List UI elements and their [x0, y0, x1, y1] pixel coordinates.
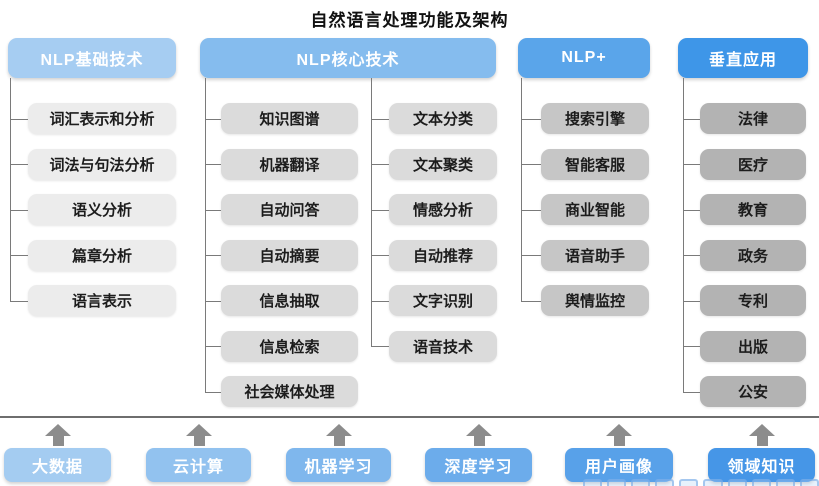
- node-box: 搜索引擎: [521, 103, 649, 134]
- node-box: 文本聚类: [371, 148, 497, 180]
- foundation-box: 领域知识: [708, 448, 815, 482]
- up-arrow-icon: [45, 424, 71, 446]
- node-box: 智能客服: [521, 148, 649, 180]
- node-box: 自动摘要: [205, 239, 358, 271]
- node-box: 语音助手: [521, 239, 649, 271]
- up-arrow-icon: [186, 424, 212, 446]
- column-header-vertical-apps: 垂直应用: [678, 38, 808, 78]
- connector-trunk: [683, 78, 684, 392]
- node-box: 文本分类: [371, 103, 497, 134]
- diagram-title: 自然语言处理功能及架构: [310, 11, 509, 30]
- node-box: 词汇表示和分析: [10, 103, 176, 134]
- up-arrow-icon: [749, 424, 775, 446]
- up-arrow-icon: [326, 424, 352, 446]
- node-box: 社会媒体处理: [205, 376, 358, 407]
- column-vertical-apps-list: 法律 医疗 教育 政务 专利 出版 公安: [683, 103, 806, 407]
- foundation-box: 机器学习: [286, 448, 391, 482]
- foundation-box: 云计算: [146, 448, 251, 482]
- node-box: 舆情监控: [521, 285, 649, 316]
- node-box: 语义分析: [10, 194, 176, 225]
- node-box: 情感分析: [371, 194, 497, 225]
- node-box: 政务: [683, 239, 806, 271]
- column-header-nlp-basic: NLP基础技术: [8, 38, 176, 78]
- node-box: 公安: [683, 376, 806, 407]
- node-box: 信息检索: [205, 330, 358, 362]
- column-header-nlp-plus: NLP+: [518, 38, 650, 78]
- column-nlp-plus-list: 搜索引擎 智能客服 商业智能 语音助手 舆情监控: [521, 103, 649, 316]
- node-box: 自动推荐: [371, 239, 497, 271]
- foundation-box: 用户画像: [565, 448, 673, 482]
- node-box: 篇章分析: [10, 239, 176, 271]
- node-box: 词法与句法分析: [10, 148, 176, 180]
- column-nlp-core-left-list: 知识图谱 机器翻译 自动问答 自动摘要 信息抽取 信息检索 社会媒体处理: [205, 103, 358, 407]
- connector-trunk: [10, 78, 11, 302]
- node-box: 信息抽取: [205, 285, 358, 316]
- connector-trunk: [205, 78, 206, 392]
- column-nlp-basic-list: 词汇表示和分析 词法与句法分析 语义分析 篇章分析 语言表示: [10, 103, 176, 316]
- up-arrow-icon: [606, 424, 632, 446]
- foundation-box: 深度学习: [425, 448, 532, 482]
- divider-line: [0, 416, 819, 418]
- node-box: 教育: [683, 194, 806, 225]
- node-box: 文字识别: [371, 285, 497, 316]
- node-box: 知识图谱: [205, 103, 358, 134]
- column-nlp-core-right-list: 文本分类 文本聚类 情感分析 自动推荐 文字识别 语音技术: [371, 103, 497, 362]
- column-header-nlp-core: NLP核心技术: [200, 38, 496, 78]
- watermark: [583, 479, 819, 486]
- node-box: 语音技术: [371, 330, 497, 362]
- node-box: 出版: [683, 330, 806, 362]
- node-box: 机器翻译: [205, 148, 358, 180]
- node-box: 专利: [683, 285, 806, 316]
- node-box: 语言表示: [10, 285, 176, 316]
- node-box: 法律: [683, 103, 806, 134]
- node-box: 商业智能: [521, 194, 649, 225]
- node-box: 医疗: [683, 148, 806, 180]
- connector-trunk: [521, 78, 522, 302]
- up-arrow-icon: [466, 424, 492, 446]
- foundation-box: 大数据: [4, 448, 111, 482]
- node-box: 自动问答: [205, 194, 358, 225]
- connector-trunk: [371, 78, 372, 346]
